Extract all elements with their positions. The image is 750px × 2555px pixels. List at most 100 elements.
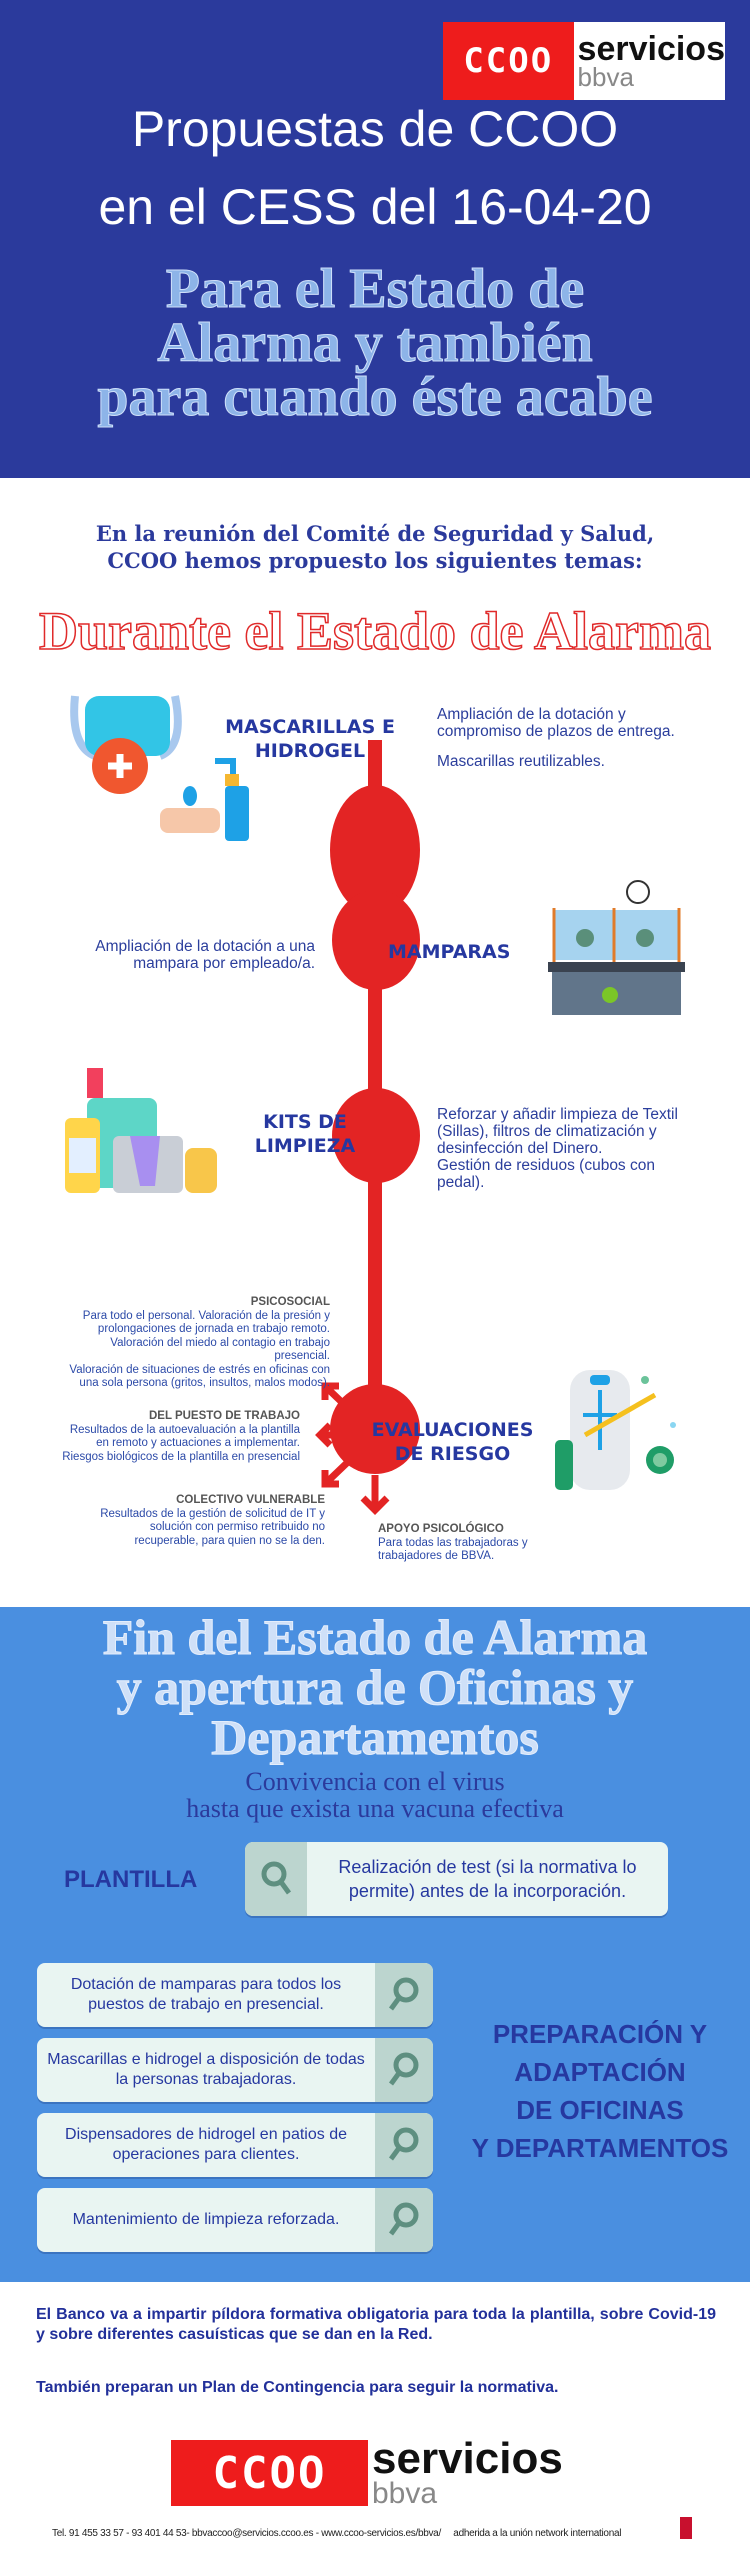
timeline-dot: [332, 1088, 420, 1183]
text-line: recuperable, para quien no se la den.: [134, 1534, 325, 1547]
text-line: Para todo el personal. Valoración de la …: [82, 1309, 330, 1322]
subheading-line: Convivencia con el virus: [245, 1767, 505, 1796]
text-line: Valoración del miedo al contagio en trab…: [110, 1336, 330, 1349]
text-line: Reforzar y añadir limpieza de Textil: [437, 1106, 678, 1123]
label-line: EVALUACIONES: [371, 1419, 534, 1441]
page-title: Propuestas de CCOO en el CESS del 16-04-…: [0, 90, 750, 246]
after-subheading: Convivencia con el virus hasta que exist…: [0, 1768, 750, 1822]
text-line: Gestión de residuos (cubos con: [437, 1157, 655, 1174]
intro-line: En la reunión del Comité de Seguridad y …: [95, 521, 655, 546]
list-item: Dotación de mamparas para todos los pues…: [37, 1963, 433, 2027]
eval-apoyo-psicologico: APOYO PSICOLÓGICO Para todas las trabaja…: [378, 1523, 578, 1564]
list-item: Mantenimiento de limpieza reforzada.: [37, 2188, 433, 2252]
title-line: Propuestas de CCOO: [131, 101, 619, 157]
label-line: HIDROGEL: [254, 740, 366, 762]
list-item: Mascarillas e hidrogel a disposición de …: [37, 2038, 433, 2102]
disinfection-worker-icon: [555, 1370, 676, 1490]
card-text: Dispensadores de hidrogel en patios de o…: [65, 2126, 347, 2163]
plantilla-card: Realización de test (si la normativa lo …: [245, 1842, 668, 1916]
plantilla-text: Realización de test (si la normativa lo …: [338, 1857, 637, 1901]
text-line: Valoración de situaciones de estrés en o…: [69, 1363, 330, 1376]
search-icon: [375, 2188, 433, 2252]
preparation-heading: PREPARACIÓN Y ADAPTACIÓN DE OFICINAS Y D…: [450, 2015, 750, 2167]
title-line: en el CESS del 16-04-20: [98, 179, 652, 235]
during-heading: Durante el Estado de Alarma: [38, 600, 711, 662]
logo-mark: CCOO: [171, 2440, 368, 2506]
text-line: desinfección del Dinero.: [437, 1140, 603, 1157]
sub-title: COLECTIVO VULNERABLE: [176, 1494, 325, 1506]
sub-title: APOYO PSICOLÓGICO: [378, 1523, 504, 1535]
card-text: Mantenimiento de limpieza reforzada.: [72, 2211, 340, 2228]
heading-line: DE OFICINAS: [516, 2095, 684, 2125]
logo-sub: bbva: [372, 2476, 438, 2510]
text-line: presencial.: [274, 1350, 330, 1362]
text-line: Resultados de la autoevaluación a la pla…: [69, 1423, 300, 1436]
timeline-dot: [330, 1384, 420, 1474]
footer-note-1: El Banco va a impartir píldora formativa…: [36, 2306, 716, 2343]
heading-line: y apertura de Oficinas y: [116, 1659, 634, 1715]
item-text-kits: Reforzar y añadir limpieza de Textil (Si…: [437, 1106, 742, 1191]
search-icon: [245, 1842, 307, 1916]
text-line: (Sillas), filtros de climatización y: [437, 1123, 657, 1140]
page-subtitle: Para el Estado de Alarma y también para …: [0, 258, 750, 428]
plantilla-label: PLANTILLA: [64, 1866, 198, 1893]
text-line: trabajadores de BBVA.: [378, 1550, 495, 1562]
intro-text: En la reunión del Comité de Seguridad y …: [0, 520, 750, 574]
uni-global-union-logo: [680, 2517, 692, 2539]
text-line: Ampliación de la dotación a una: [95, 938, 315, 955]
footer-note-2: También preparan un Plan de Contingencia…: [36, 2379, 559, 2396]
search-icon: [375, 1963, 433, 2027]
logo-sub: bbva: [577, 61, 634, 92]
item-text-mascarillas: Ampliación de la dotación y compromiso d…: [437, 706, 737, 770]
eval-colectivo-vulnerable: COLECTIVO VULNERABLE Resultados de la ge…: [20, 1494, 325, 1548]
search-icon: [375, 2038, 433, 2102]
text-line: pedal).: [437, 1174, 485, 1191]
measures-list: Dotación de mamparas para todos los pues…: [37, 1963, 433, 2252]
label-line: MASCARILLAS E: [225, 716, 395, 738]
item-text-mamparas: Ampliación de la dotación a una mampara …: [40, 938, 315, 972]
heading-line: Fin del Estado de Alarma: [102, 1609, 648, 1665]
label-line: KITS DE: [263, 1111, 347, 1133]
eval-puesto-trabajo: DEL PUESTO DE TRABAJO Resultados de la a…: [10, 1410, 300, 1464]
list-item: Dispensadores de hidrogel en patios de o…: [37, 2113, 433, 2177]
label-line: DE RIESGO: [394, 1443, 511, 1465]
intro-line: CCOO hemos propuesto los siguientes tema…: [107, 548, 643, 573]
text-line: Ampliación de la dotación y: [437, 706, 626, 723]
text-line: mampara por empleado/a.: [133, 955, 315, 972]
cleaning-kit-icon: [65, 1068, 217, 1193]
text-line: Para todas las trabajadoras y: [378, 1536, 528, 1549]
sub-title: PSICOSOCIAL: [250, 1296, 330, 1308]
after-heading: Fin del Estado de Alarma y apertura de O…: [0, 1609, 750, 1765]
logo-word: servicios: [372, 2433, 563, 2483]
text-line: prolongaciones de jornada en trabajo rem…: [97, 1323, 330, 1335]
subtitle-line: Alarma y también: [157, 312, 594, 374]
text-line: Mascarillas reutilizables.: [437, 753, 605, 770]
heading-line: ADAPTACIÓN: [514, 2057, 686, 2087]
sub-title: DEL PUESTO DE TRABAJO: [148, 1410, 300, 1422]
heading-line: Departamentos: [211, 1709, 540, 1765]
office-screen-icon: [548, 880, 685, 1015]
card-text: Dotación de mamparas para todos los pues…: [70, 1976, 342, 2013]
arrows-icon: [315, 1382, 390, 1515]
item-label-mamparas: MAMPARAS: [388, 941, 511, 963]
heading-line: Y DEPARTAMENTOS: [471, 2133, 729, 2163]
text-line: Riesgos biológicos de la plantilla en pr…: [62, 1450, 300, 1463]
logo-mark: CCOO: [443, 22, 574, 100]
text-line: una sola persona (gritos, insultos, malo…: [79, 1377, 330, 1389]
heading-line: PREPARACIÓN Y: [492, 2019, 708, 2049]
text-line: compromiso de plazos de entrega.: [437, 723, 675, 740]
contact-line: Tel. 91 455 33 57 - 93 401 44 53- bbvacc…: [52, 2528, 622, 2539]
subheading-line: hasta que exista una vacuna efectiva: [186, 1794, 564, 1823]
text-line: en remoto y actuaciones a implementar.: [96, 1437, 300, 1449]
text-line: solución con permiso retribuido no: [149, 1521, 325, 1533]
timeline-dot: [332, 890, 420, 990]
card-text: Mascarillas e hidrogel a disposición de …: [47, 2051, 365, 2088]
item-label-evaluaciones: EVALUACIONES DE RIESGO: [360, 1418, 545, 1466]
subtitle-line: Para el Estado de: [165, 258, 585, 320]
subtitle-line: para cuando éste acabe: [97, 366, 653, 428]
label-line: LIMPIEZA: [254, 1135, 356, 1157]
text-line: Resultados de la gestión de solicitud de…: [100, 1507, 325, 1520]
item-label-kits: KITS DE LIMPIEZA: [250, 1110, 360, 1158]
